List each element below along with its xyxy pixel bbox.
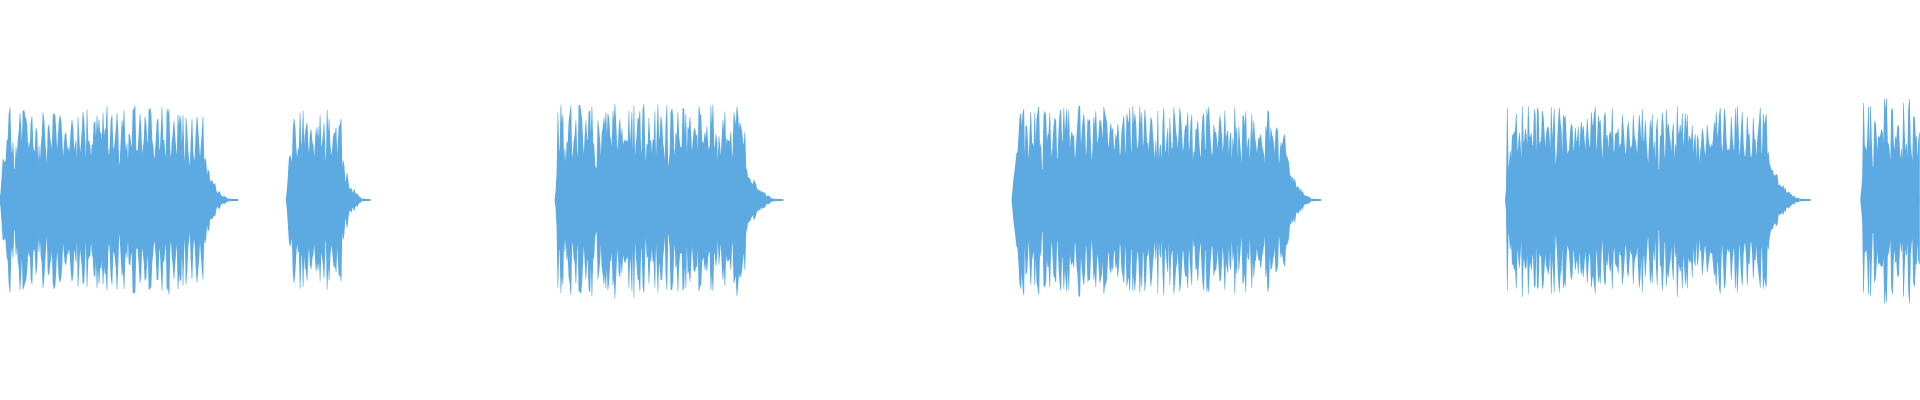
waveform-bursts <box>0 98 1920 304</box>
waveform-burst-5 <box>1504 105 1811 297</box>
